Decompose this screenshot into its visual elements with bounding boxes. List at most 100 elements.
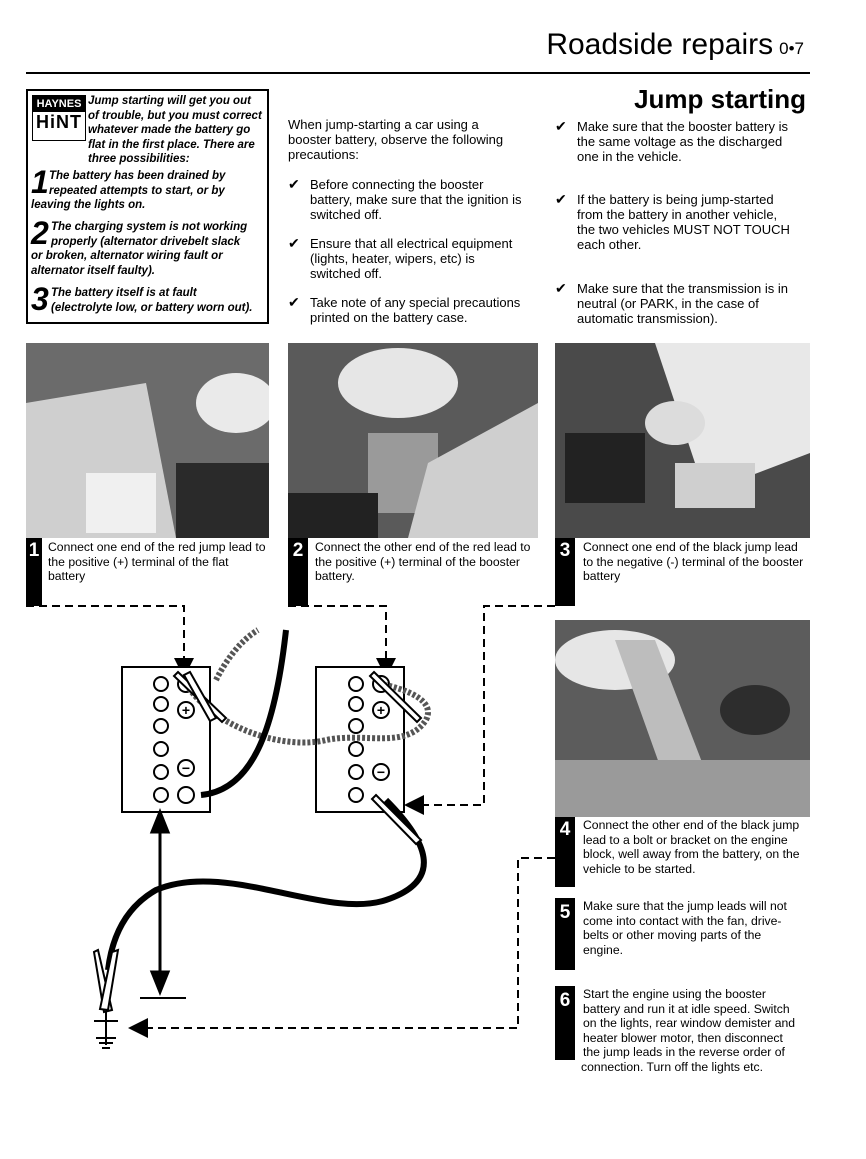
caption-line: Connect the other end of the red lead to bbox=[315, 540, 531, 554]
photo-step-1 bbox=[26, 343, 269, 538]
text-line: If the battery is being jump-started bbox=[577, 192, 774, 207]
caption-line: vehicle to be started. bbox=[583, 861, 696, 876]
hint-line: three possibilities: bbox=[88, 153, 190, 165]
photo-step-4 bbox=[555, 620, 810, 817]
hint-line: Jump starting will get you out bbox=[88, 95, 251, 107]
photo-illustration bbox=[26, 343, 269, 538]
page-number: 0•7 bbox=[779, 39, 804, 58]
photo-illustration bbox=[555, 343, 810, 538]
hint-line: of trouble, but you must correct bbox=[88, 109, 262, 122]
text-line: from the battery in another vehicle, bbox=[577, 207, 778, 222]
caption-line: belts or other moving parts of the bbox=[583, 928, 762, 942]
hint-line: (electrolyte low, or battery worn out). bbox=[51, 301, 253, 314]
caption-line: the positive (+) terminal of the flat bbox=[48, 554, 229, 569]
text-line: (lights, heater, wipers, etc) is bbox=[310, 251, 475, 266]
hint-line: The charging system is not working bbox=[51, 221, 248, 233]
text-line: Ensure that all electrical equipment bbox=[310, 236, 513, 251]
black-lead-flat-battery bbox=[200, 629, 289, 798]
precaution-bullet-3: ✔ Take note of any special precautions p… bbox=[288, 294, 546, 326]
header-title: Roadside repairs bbox=[546, 28, 774, 61]
step-5-caption: 5 Make sure that the jump leads will not… bbox=[555, 898, 810, 970]
text-line: one in the vehicle. bbox=[577, 149, 682, 164]
text-line: battery, make sure that the ignition is bbox=[310, 192, 522, 207]
negative-terminal-label: − bbox=[182, 760, 190, 776]
caption-line: Make sure that the jump leads will not bbox=[583, 899, 787, 913]
text-line: switched off. bbox=[310, 266, 383, 281]
photo-illustration bbox=[288, 343, 538, 538]
hint-line: properly (alternator drivebelt slack bbox=[51, 235, 241, 248]
step-bar bbox=[555, 538, 575, 606]
hint-line: The battery itself is at fault bbox=[51, 287, 197, 299]
header-rule bbox=[26, 72, 810, 74]
haynes-hint-logo: HAYNES HiNT bbox=[32, 95, 86, 141]
positive-terminal-label: + bbox=[182, 702, 190, 718]
photo-step-3 bbox=[555, 343, 810, 538]
precaution-bullet-2: ✔ Ensure that all electrical equipment (… bbox=[288, 235, 546, 282]
clamp-icons bbox=[92, 670, 423, 1014]
precaution-bullet-6: ✔ Make sure that the transmission is in … bbox=[555, 281, 810, 327]
text-line: printed on the battery case. bbox=[310, 310, 468, 325]
precaution-bullet-5: ✔ If the battery is being jump-started f… bbox=[555, 192, 810, 253]
caption-line: to the negative (-) terminal of the boos… bbox=[583, 554, 804, 569]
caption-line: Start the engine using the booster bbox=[583, 987, 766, 1001]
caption-line: the positive (+) terminal of the booster bbox=[315, 554, 520, 569]
text-line: the two vehicles MUST NOT TOUCH bbox=[577, 222, 790, 237]
step-number: 1 bbox=[28, 540, 40, 561]
step-number: 6 bbox=[559, 990, 571, 1011]
text-line: each other. bbox=[577, 237, 642, 252]
red-jump-lead bbox=[183, 682, 431, 746]
step-bar bbox=[288, 538, 308, 606]
caption-line: on the lights, rear window demister and bbox=[583, 1016, 796, 1030]
caption-line: lead to a bolt or bracket on the engine bbox=[583, 832, 788, 847]
caption-line: engine. bbox=[583, 942, 623, 957]
text-line: Take note of any special precautions bbox=[310, 295, 521, 310]
step-number: 5 bbox=[559, 902, 571, 923]
caption-line: block, well away from the battery, on th… bbox=[583, 847, 800, 861]
step-2-caption: 2 Connect the other end of the red lead … bbox=[288, 538, 538, 606]
hint-item-2: 2 The charging system is not working pro… bbox=[31, 215, 267, 278]
step-bar bbox=[26, 538, 42, 606]
step-4-caption: 4 Connect the other end of the black jum… bbox=[555, 817, 810, 887]
haynes-hint-box: HAYNES HiNT Jump starting will get you o… bbox=[26, 89, 269, 324]
photo-step-2 bbox=[288, 343, 538, 538]
precautions-intro: When jump-starting a car using a booster… bbox=[288, 117, 543, 162]
page-header: Roadside repairs 0•7 bbox=[0, 28, 804, 62]
distance-arrow bbox=[140, 807, 186, 999]
caption-line: battery and run it at idle speed. Switch bbox=[583, 1001, 790, 1016]
caption-line: battery bbox=[48, 569, 86, 583]
step-bar bbox=[555, 817, 575, 887]
photo-illustration bbox=[555, 620, 810, 817]
check-icon: ✔ bbox=[288, 176, 300, 192]
caption-line: connection. Turn off the lights etc. bbox=[581, 1059, 764, 1074]
positive-terminal-label: + bbox=[377, 702, 385, 718]
hint-line: alternator itself faulty). bbox=[31, 264, 155, 277]
caption-line: Connect one end of the red jump lead to bbox=[48, 540, 266, 554]
hint-line: or broken, alternator wiring fault or bbox=[31, 250, 223, 262]
step-number: 2 bbox=[292, 540, 304, 561]
step-number: 3 bbox=[559, 540, 571, 561]
caption-line: Connect the other end of the black jump bbox=[583, 818, 800, 832]
text-line: Make sure that the booster battery is bbox=[577, 119, 788, 134]
text-line: neutral (or PARK, in the case of bbox=[577, 296, 759, 311]
check-icon: ✔ bbox=[288, 235, 300, 251]
text-line: booster battery, observe the following bbox=[288, 132, 504, 147]
check-icon: ✔ bbox=[288, 294, 300, 310]
hint-line: repeated attempts to start, or by bbox=[49, 184, 225, 197]
caption-line: heater blower motor, then disconnect bbox=[583, 1030, 783, 1045]
hint-line: leaving the lights on. bbox=[31, 199, 146, 211]
step-1-caption: 1 Connect one end of the red jump lead t… bbox=[26, 538, 269, 606]
step-6-caption: 6 Start the engine using the booster bat… bbox=[555, 986, 810, 1076]
text-line: Make sure that the transmission is in bbox=[577, 281, 788, 296]
red-lead-loose-end bbox=[213, 627, 260, 682]
hint-item-1: 1 The battery has been drained by repeat… bbox=[31, 166, 267, 213]
precaution-bullet-1: ✔ Before connecting the booster battery,… bbox=[288, 176, 546, 223]
hint-badge-top: HAYNES bbox=[33, 96, 85, 112]
hint-intro: Jump starting will get you out of troubl… bbox=[88, 94, 268, 167]
check-icon: ✔ bbox=[555, 118, 567, 134]
text-line: Before connecting the booster bbox=[310, 177, 484, 192]
jump-lead-wiring-diagram: + − + − bbox=[26, 605, 555, 1049]
hint-item-number: 3 bbox=[31, 281, 49, 317]
hint-line: whatever made the battery go bbox=[88, 124, 251, 136]
precaution-bullet-4: ✔ Make sure that the booster battery is … bbox=[555, 118, 810, 165]
hint-item-number: 2 bbox=[31, 215, 49, 251]
